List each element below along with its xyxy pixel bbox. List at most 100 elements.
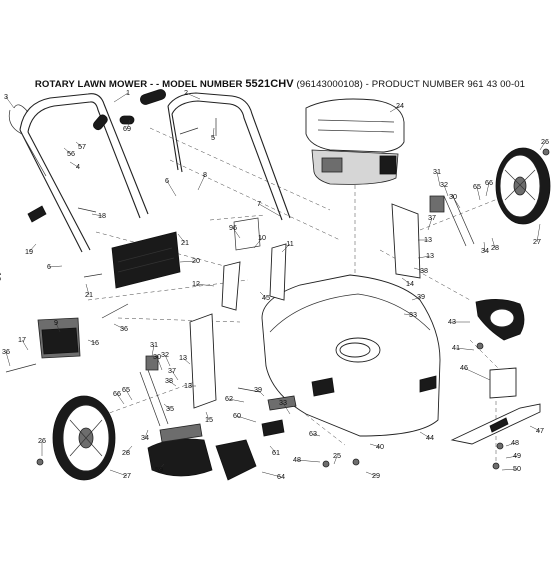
callout-leader (485, 182, 490, 197)
callout-leader (539, 141, 546, 151)
callout-46: 46 (460, 363, 468, 372)
callout-28: 28 (491, 243, 499, 252)
callout-leader (253, 237, 263, 249)
callout-21: 21 (85, 290, 93, 299)
callout-56: 56 (67, 149, 75, 158)
callout-5: 5 (211, 133, 215, 142)
callout-leader (269, 445, 277, 454)
callout-leader (463, 367, 491, 381)
callout-leader (529, 425, 541, 432)
callout-34: 34 (141, 433, 149, 442)
callout-leader (228, 398, 245, 403)
callout-leader (195, 283, 215, 287)
callout-leader (281, 243, 291, 253)
callout-leader (158, 463, 165, 471)
callout-leader (55, 322, 61, 333)
callout-36: 36 (2, 347, 10, 356)
callout-leader (476, 186, 481, 201)
callout-leader (87, 339, 96, 344)
callout-leader (113, 323, 125, 330)
callout-leader (312, 433, 321, 437)
callout-30: 30 (449, 192, 457, 201)
callout-leader (144, 429, 149, 439)
callout-leader (5, 351, 11, 367)
callout-36: 36 (120, 324, 128, 333)
front-wheel-left (52, 395, 116, 481)
callout-30: 30 (153, 352, 161, 361)
callout-leader (427, 217, 433, 231)
callout-37: 37 (168, 366, 176, 375)
callout-61: 61 (272, 448, 280, 457)
callout-37: 37 (428, 213, 436, 222)
callout-leader (483, 241, 486, 252)
callout-57: 57 (78, 142, 86, 151)
callout-leader (443, 184, 449, 197)
callout-48: 48 (511, 438, 519, 447)
callout-leader (205, 411, 210, 421)
callout-leader (125, 389, 133, 401)
callout-40: 40 (376, 442, 384, 451)
callout-1: 1 (126, 88, 130, 97)
callout-leader (333, 455, 338, 465)
callout-31: 31 (433, 167, 441, 176)
callout-leader (369, 443, 381, 448)
page-side-number: 16 (0, 272, 2, 281)
callout-66: 66 (113, 389, 121, 398)
callout-leader (113, 92, 129, 103)
callout-25: 25 (333, 451, 341, 460)
callout-14: 14 (406, 279, 414, 288)
callout-63: 63 (309, 429, 317, 438)
callout-leader (182, 357, 191, 365)
callout-leader (232, 227, 241, 239)
callout-leader (164, 354, 171, 367)
callout-leader (455, 347, 475, 351)
callout-13: 13 (424, 235, 432, 244)
callout-leader (151, 344, 155, 357)
callout-leader (536, 223, 541, 243)
callout-16: 16 (91, 338, 99, 347)
discharge-chute (147, 423, 257, 481)
callout-leader (257, 389, 265, 397)
callout-leader (505, 442, 516, 447)
callout-65: 65 (473, 182, 481, 191)
callout-65: 65 (122, 385, 130, 394)
callout-27: 27 (123, 471, 131, 480)
callout-leader (261, 471, 282, 478)
callout-32: 32 (161, 350, 169, 359)
callout-6: 6 (47, 262, 51, 271)
callout-2: 2 (184, 88, 188, 97)
callout-38: 38 (420, 266, 428, 275)
callout-leader (179, 260, 197, 263)
upper-handle (8, 93, 149, 253)
callout-44: 44 (426, 433, 434, 442)
callout-33: 33 (409, 310, 417, 319)
callout-leader (413, 267, 425, 272)
callout-leader (126, 119, 131, 130)
callout-8: 8 (203, 170, 207, 179)
callout-leader (282, 402, 291, 415)
callout-96: 96 (229, 223, 237, 232)
callout-leader (125, 445, 133, 454)
engine (305, 98, 405, 185)
callout-13: 13 (179, 353, 187, 362)
callout-31: 31 (150, 340, 158, 349)
callout-33: 33 (279, 398, 287, 407)
callout-leader (75, 141, 83, 148)
handle-grips (93, 89, 167, 131)
callout-leader (501, 468, 518, 471)
callout-45: 45 (262, 293, 270, 302)
callout-10: 10 (258, 233, 266, 242)
callout-leader (48, 265, 63, 268)
height-brackets (189, 203, 421, 409)
callout-leader (163, 403, 171, 410)
callout-leader (185, 92, 201, 100)
callout-29: 29 (372, 471, 380, 480)
callout-leader (452, 196, 461, 209)
callout-48: 48 (293, 455, 301, 464)
callout-39: 39 (254, 385, 262, 394)
callout-20: 20 (192, 256, 200, 265)
callout-34: 34 (481, 246, 489, 255)
diagram-title: ROTARY LAWN MOWER - - MODEL NUMBER 5521C… (0, 78, 560, 90)
callout-62: 62 (225, 394, 233, 403)
